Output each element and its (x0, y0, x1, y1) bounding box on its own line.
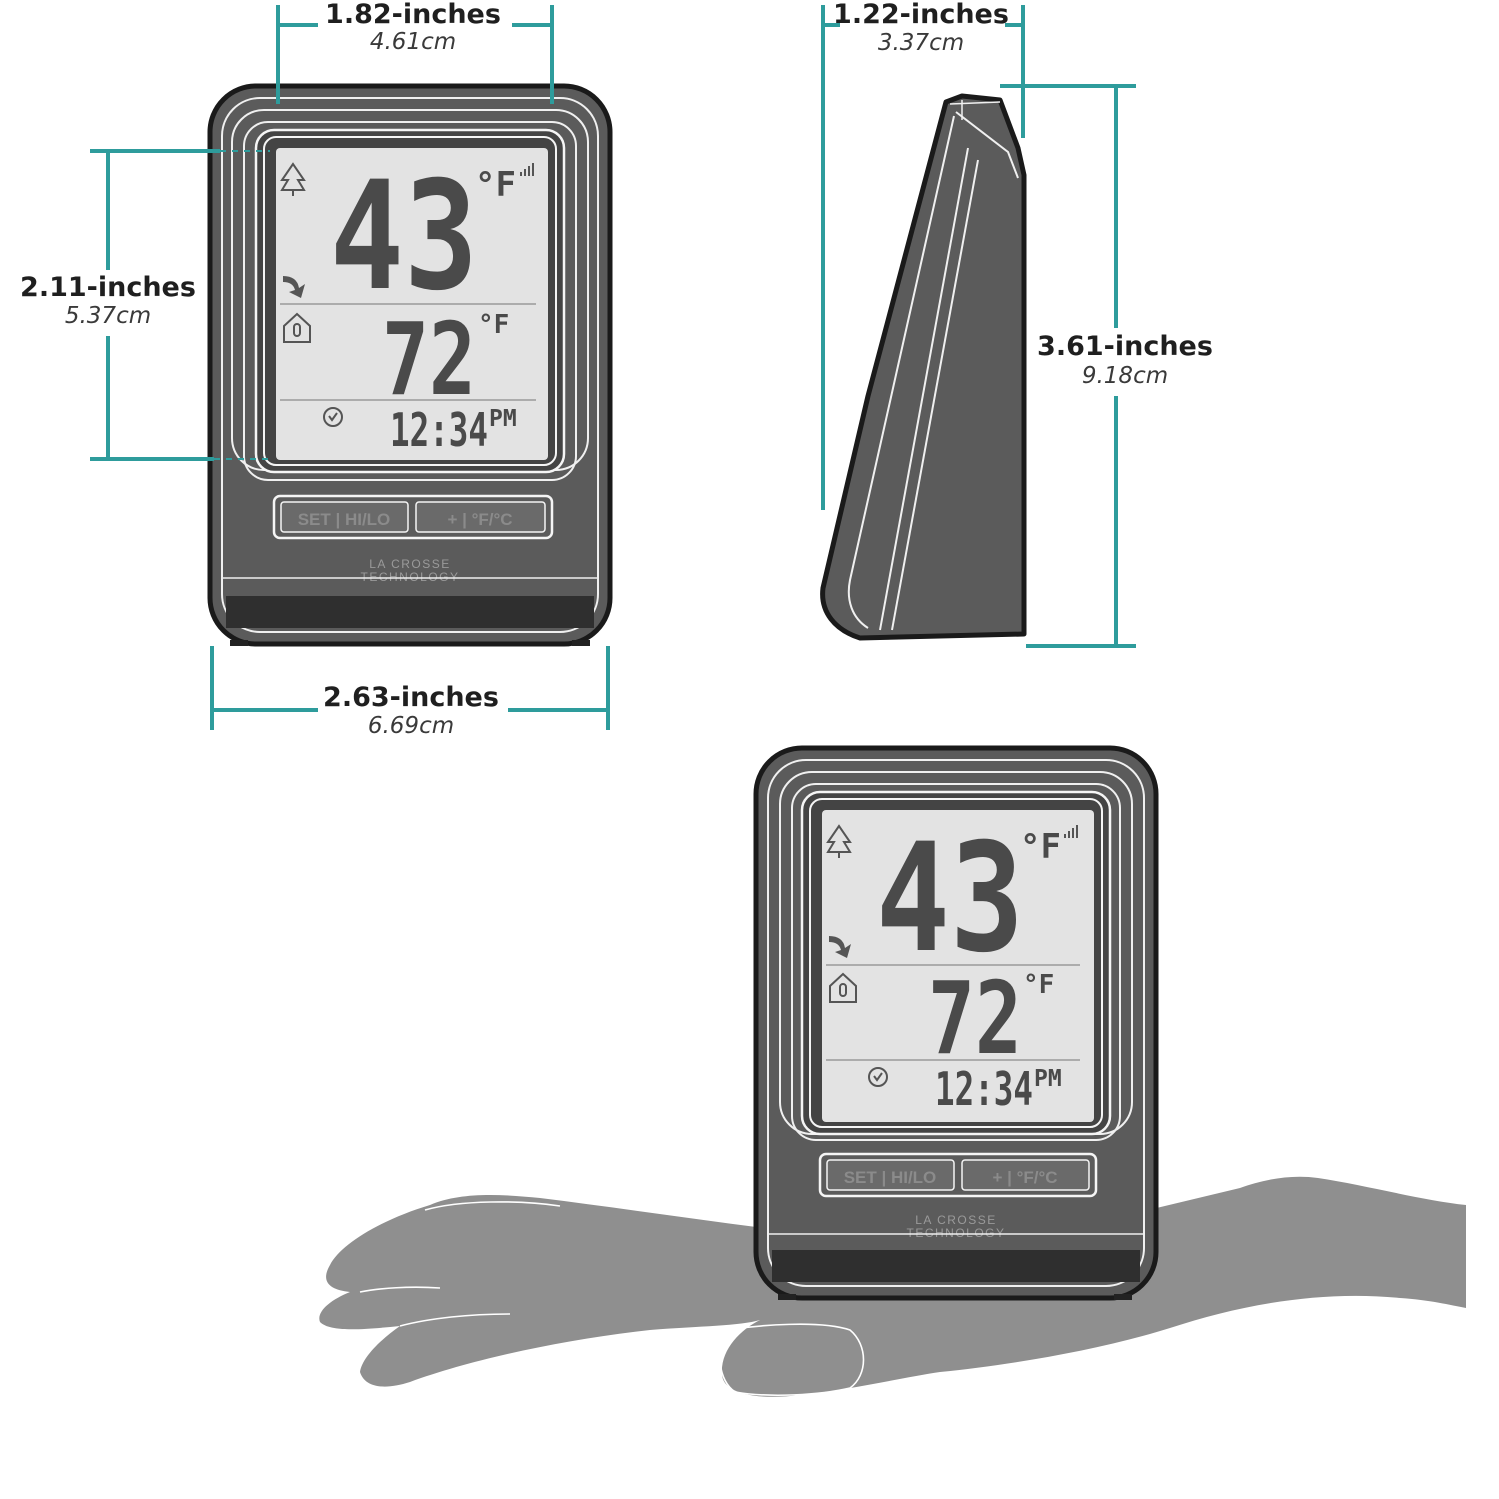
front-view-device: 43 °F 72 °F 12:34 PM SET | HI/LO + | °F/… (207, 83, 613, 647)
side-view-device (820, 93, 1027, 641)
tree-icon (280, 162, 306, 196)
indoor-unit: °F (478, 310, 509, 340)
brand-line1: LA CROSSE (369, 557, 451, 571)
screen-height-cm: 5.37cm (65, 303, 151, 329)
house-thermometer-icon (829, 972, 857, 1003)
clock-ampm-hand: PM (1034, 1066, 1062, 1092)
set-hilo-label-hand: SET | HI/LO (844, 1168, 937, 1187)
outdoor-temperature-hand: 43 (876, 812, 1024, 986)
plus-unit-button[interactable] (415, 501, 546, 533)
outdoor-temperature: 43 (330, 150, 478, 324)
total-height-cm: 9.18cm (1082, 363, 1168, 389)
depth-cm: 3.37cm (878, 30, 964, 56)
house-thermometer-icon (283, 312, 311, 343)
trend-arrow-icon (829, 936, 851, 958)
clock-time: 12:34 (390, 403, 488, 457)
total-height-inches: 3.61-inches (1037, 331, 1213, 362)
total-width-cm: 6.69cm (368, 713, 454, 739)
total-width-inches: 2.63-inches (323, 682, 499, 713)
plus-unit-label-hand: + | °F/°C (992, 1168, 1057, 1187)
clock-icon (868, 1067, 888, 1087)
clock-icon (323, 407, 343, 427)
screen-width-cm: 4.61cm (370, 29, 456, 55)
outdoor-unit-hand: °F (1020, 827, 1061, 867)
dimension-guides (214, 150, 270, 460)
trend-arrow-icon (283, 276, 305, 298)
depth-inches: 1.22-inches (833, 0, 1009, 30)
signal-icon (1064, 825, 1078, 838)
plus-unit-button-hand[interactable] (961, 1159, 1090, 1191)
dimension-lines (90, 5, 1136, 730)
tree-icon (826, 824, 852, 858)
set-hilo-label: SET | HI/LO (298, 510, 391, 529)
outdoor-unit: °F (475, 165, 516, 205)
screen-width-inches: 1.82-inches (325, 0, 501, 30)
clock-time-hand: 12:34 (935, 1062, 1033, 1116)
indoor-unit-hand: °F (1023, 970, 1054, 1000)
lcd-screen-hand (822, 810, 1094, 1122)
screen-height-inches: 2.11-inches (20, 272, 196, 303)
indoor-temperature-hand: 72 (928, 960, 1022, 1077)
in-hand-device: 43 °F 72 °F 12:34 PM SET | HI/LO + | °F/… (753, 745, 1159, 1301)
signal-icon (520, 163, 534, 176)
indoor-temperature: 72 (382, 301, 476, 418)
plus-unit-label: + | °F/°C (447, 510, 512, 529)
brand-line2-hand: TECHNOLOGY (906, 1226, 1005, 1240)
set-hilo-button[interactable] (280, 501, 409, 533)
set-hilo-button-hand[interactable] (826, 1159, 955, 1191)
clock-ampm: PM (489, 406, 517, 432)
brand-line1-hand: LA CROSSE (915, 1213, 997, 1227)
brand-line2: TECHNOLOGY (360, 570, 459, 584)
